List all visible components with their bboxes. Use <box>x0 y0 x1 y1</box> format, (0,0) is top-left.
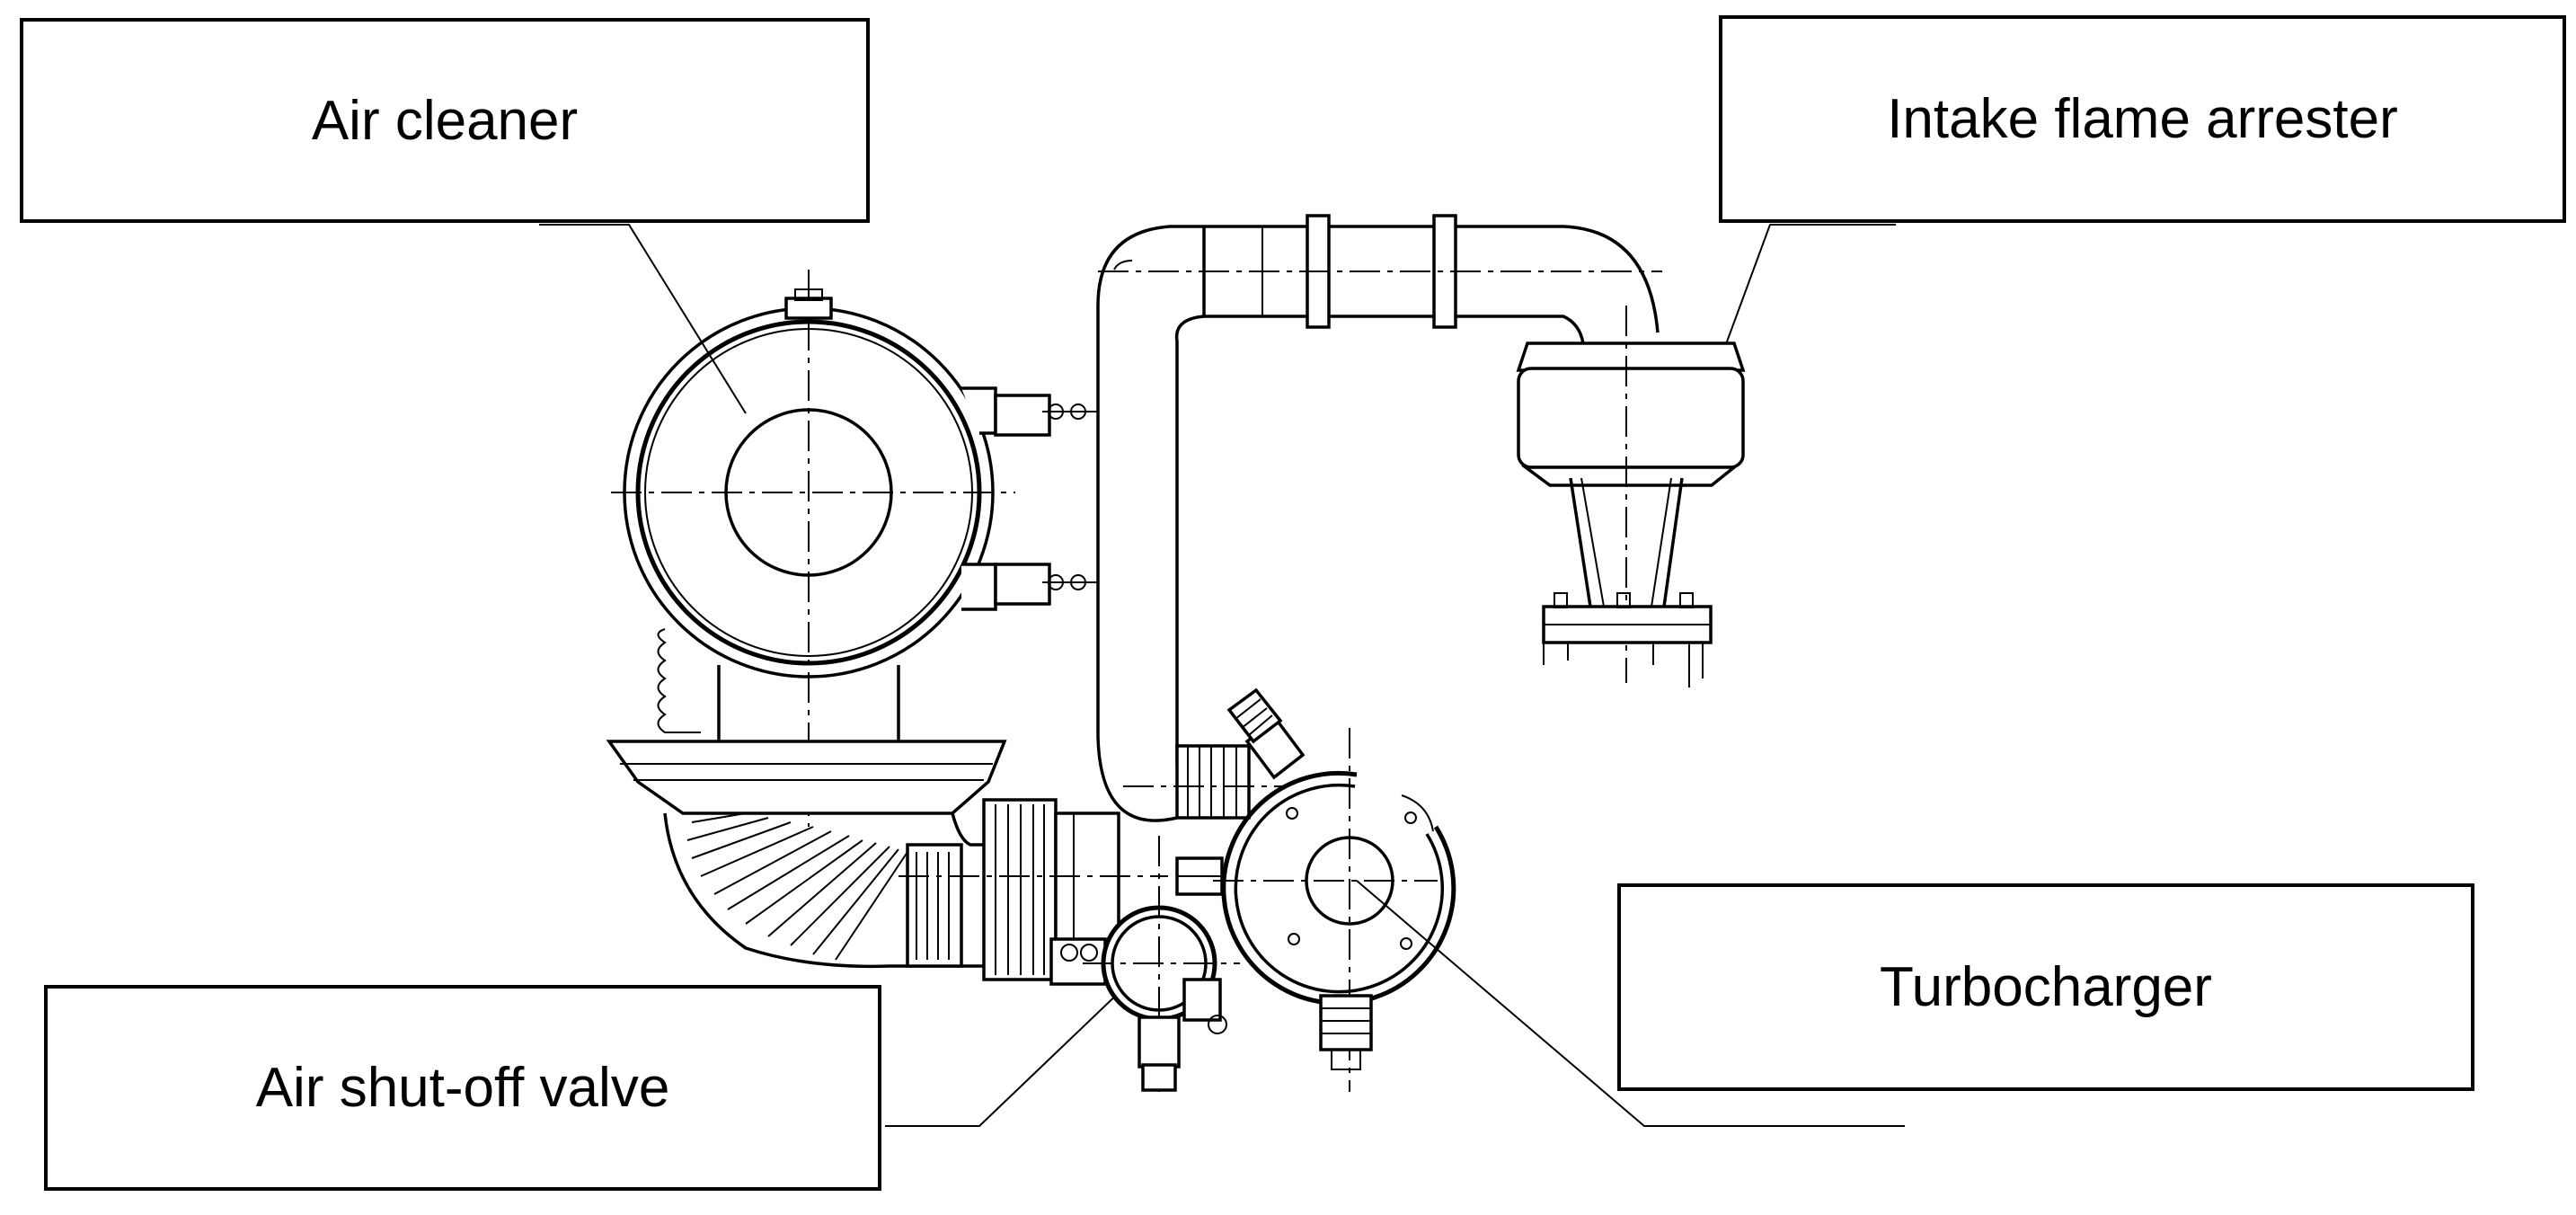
shutoff-valve-drawing <box>1049 836 1240 1092</box>
air-cleaner-label: Air cleaner <box>20 18 870 223</box>
turbocharger-label: Turbocharger <box>1617 883 2474 1091</box>
air-shutoff-valve-label: Air shut-off valve <box>44 985 881 1191</box>
elbow-hose-drawing <box>663 798 1168 981</box>
flame-arrester-drawing <box>1516 306 1746 687</box>
leader-lines <box>539 224 1905 1127</box>
intake-pipe <box>1096 214 1662 764</box>
coupling-drawing <box>1096 736 1285 822</box>
air-cleaner-drawing <box>606 270 1098 827</box>
turbocharger-drawing <box>1213 687 1456 1092</box>
turbocharger-label-text: Turbocharger <box>1880 956 2212 1018</box>
intake-flame-arrester-label-text: Intake flame arrester <box>1887 88 2398 150</box>
air-shutoff-valve-label-text: Air shut-off valve <box>255 1057 670 1119</box>
air-cleaner-label-text: Air cleaner <box>311 89 579 152</box>
intake-flame-arrester-label: Intake flame arrester <box>1719 15 2566 223</box>
